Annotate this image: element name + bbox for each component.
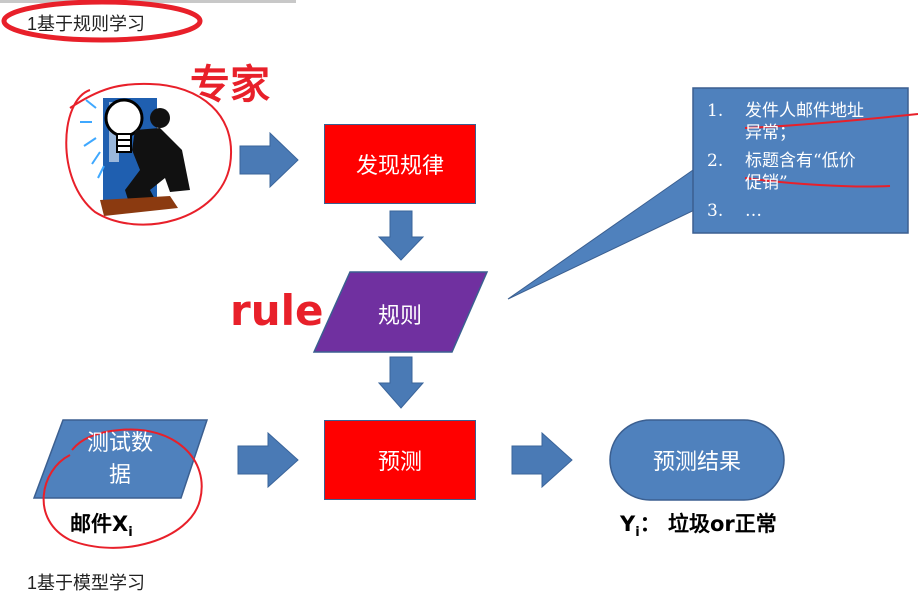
- result-caption: Yi： 垃圾or正常: [620, 508, 777, 540]
- mail-caption: 邮件Xi: [70, 508, 133, 540]
- callout-item-text: 标题含有“低价: [745, 151, 856, 171]
- expert-icon: [80, 98, 190, 216]
- result-caption-sub: i: [635, 525, 640, 541]
- mail-caption-sub: i: [128, 525, 133, 541]
- discover-rules-box: 发现规律: [324, 124, 476, 204]
- callout-item: 3. …: [707, 200, 902, 222]
- callout-item-text-cont: 异常；: [745, 123, 796, 143]
- test-data-label: 测试数 据: [60, 428, 180, 492]
- callout-item-number: 3.: [707, 201, 724, 221]
- arrow-test-to-predict: [237, 431, 299, 489]
- callout-item-number: 2.: [707, 151, 724, 171]
- callout-item-text: 发件人邮件地址: [745, 101, 864, 121]
- result-caption-text: ： 垃圾or正常: [639, 512, 777, 536]
- test-data-label-line1: 测试数: [86, 431, 153, 456]
- callout-box: [692, 87, 909, 234]
- arrow-discover-to-rules: [377, 210, 425, 261]
- section-heading-model-learning: 1基于模型学习: [27, 573, 146, 593]
- arrow-expert-to-discover: [239, 131, 299, 189]
- callout-list: 1. 发件人邮件地址 异常； 2. 标题含有“低价 促销” 3. …: [707, 100, 902, 222]
- heading-annotation-ellipse: [1, 0, 203, 43]
- arrow-rules-to-predict: [377, 356, 425, 409]
- rules-parallelogram: [312, 271, 489, 353]
- section-heading-rule-learning: 1基于规则学习: [27, 14, 146, 34]
- mail-caption-text: 邮件X: [70, 512, 129, 536]
- test-data-parallelogram: [32, 419, 209, 499]
- result-caption-y: Y: [620, 512, 636, 536]
- callout-pointer: [507, 169, 706, 300]
- predict-box: 预测: [324, 420, 476, 500]
- callout-item: 2. 标题含有“低价 促销”: [707, 150, 902, 194]
- callout-item-text: …: [745, 201, 762, 221]
- arrow-predict-to-result: [511, 431, 573, 489]
- rule-label: rule: [230, 286, 324, 335]
- top-divider: [0, 0, 296, 3]
- result-terminator: [609, 419, 785, 501]
- rules-label: 规则: [377, 304, 422, 329]
- callout-item: 1. 发件人邮件地址 异常；: [707, 100, 902, 144]
- callout-item-number: 1.: [707, 101, 724, 121]
- callout-item-text-cont: 促销”: [745, 173, 788, 193]
- test-data-label-line2: 据: [108, 463, 131, 488]
- result-label: 预测结果: [652, 450, 741, 475]
